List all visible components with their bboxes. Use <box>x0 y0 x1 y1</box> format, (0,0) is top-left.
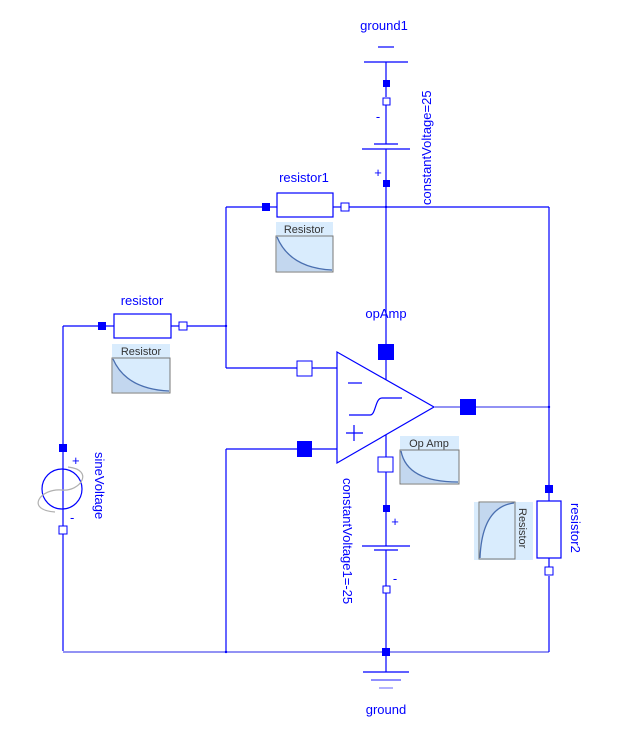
constant-voltage-negative-pin[interactable] <box>382 97 391 106</box>
resistor1-label: resistor1 <box>279 170 329 185</box>
opamp-plus-pin[interactable] <box>297 441 312 457</box>
growth-curve-icon <box>479 502 515 559</box>
constant-voltage-label: constantVoltage=25 <box>419 90 434 205</box>
resistor-icon-title: Resistor <box>121 346 162 358</box>
sine-voltage-plus-sign: + <box>72 453 80 468</box>
ground-pin[interactable] <box>382 648 390 656</box>
resistor1-icon-area <box>277 237 332 271</box>
resistor-label: resistor <box>121 293 164 308</box>
resistor1-icon-title: Resistor <box>284 224 325 236</box>
decay-curve-icon <box>400 450 459 483</box>
decay-curve-icon <box>112 358 170 392</box>
opamp-minus-pin[interactable] <box>296 360 313 377</box>
resistor2-icon: Resistor <box>474 501 533 560</box>
opamp-icon-title: Op Amp <box>409 438 449 450</box>
constant-voltage-positive-pin[interactable] <box>383 180 390 187</box>
sine-voltage-component[interactable]: + - sineVoltage <box>37 444 107 535</box>
sine-voltage-minus-sign: - <box>70 510 74 525</box>
resistor1-icon: Resistor <box>275 222 334 273</box>
resistor1-icon-header <box>276 222 333 236</box>
ground1-component[interactable]: ground1 <box>360 18 408 97</box>
ground-component[interactable]: ground <box>363 648 409 717</box>
constant-voltage-minus-sign: - <box>376 109 380 124</box>
resistor1-body[interactable] <box>276 192 334 218</box>
opamp-vminus-pin[interactable] <box>377 456 394 473</box>
opamp-label: opAmp <box>365 306 406 321</box>
resistor-body[interactable] <box>113 313 172 339</box>
sine-voltage-circle[interactable] <box>41 468 83 510</box>
resistor-icon: Resistor <box>111 344 171 394</box>
wires <box>62 190 550 653</box>
opamp-component[interactable]: opAmp Op Amp <box>296 306 476 485</box>
sine-voltage-label: sineVoltage <box>92 452 107 519</box>
constant-voltage-plus-sign: + <box>374 165 382 180</box>
constant-voltage-component[interactable]: - + constantVoltage=25 <box>362 90 434 205</box>
junctions <box>224 205 551 654</box>
constant-voltage1-label: constantVoltage1=-25 <box>340 478 355 604</box>
resistor-component[interactable]: resistor Resistor <box>98 293 188 394</box>
constant-voltage1-minus-sign: - <box>393 571 397 586</box>
junction-output <box>547 405 551 409</box>
resistor-pin-right[interactable] <box>178 321 188 331</box>
resistor-icon-area <box>113 359 169 392</box>
opamp-vplus-pin[interactable] <box>378 344 394 360</box>
sine-voltage-negative-pin[interactable] <box>58 525 68 535</box>
resistor1-pin-right[interactable] <box>340 202 350 212</box>
resistor1-pin-left[interactable] <box>262 203 270 211</box>
resistor2-pin-bottom[interactable] <box>544 566 554 576</box>
constant-voltage1-plus-sign: + <box>391 514 399 529</box>
opamp-icon: Op Amp <box>399 436 460 485</box>
resistor2-pin-top[interactable] <box>545 485 553 493</box>
opamp-icon-area <box>401 451 458 483</box>
opamp-output-pin[interactable] <box>460 399 476 415</box>
resistor-pin-left[interactable] <box>98 322 106 330</box>
ground1-pin[interactable] <box>383 80 390 87</box>
resistor2-body[interactable] <box>536 500 562 559</box>
opamp-icon-header <box>400 436 459 450</box>
junction-feedback <box>224 324 228 328</box>
decay-curve-icon <box>276 236 333 271</box>
resistor2-icon-area <box>480 503 514 558</box>
resistor1-component[interactable]: resistor1 Resistor <box>262 170 350 273</box>
opamp-transfer-curve-icon <box>349 397 402 416</box>
constant-voltage1-component[interactable]: + - constantVoltage1=-25 <box>340 478 410 648</box>
resistor-icon-header <box>112 344 170 358</box>
resistor2-component[interactable]: resistor2 Resistor <box>474 485 583 576</box>
junction-bottom-left <box>224 650 228 654</box>
opamp-triangle[interactable] <box>336 350 436 465</box>
constant-voltage1-positive-pin[interactable] <box>383 505 390 512</box>
junction-top <box>384 205 388 209</box>
ground-label: ground <box>366 702 406 717</box>
sine-voltage-positive-pin[interactable] <box>59 444 67 452</box>
ground1-label: ground1 <box>360 18 408 33</box>
resistor2-icon-title: Resistor <box>516 508 528 549</box>
sine-wave-icon <box>37 466 84 513</box>
constant-voltage1-negative-pin[interactable] <box>382 585 391 594</box>
resistor2-label: resistor2 <box>568 503 583 553</box>
